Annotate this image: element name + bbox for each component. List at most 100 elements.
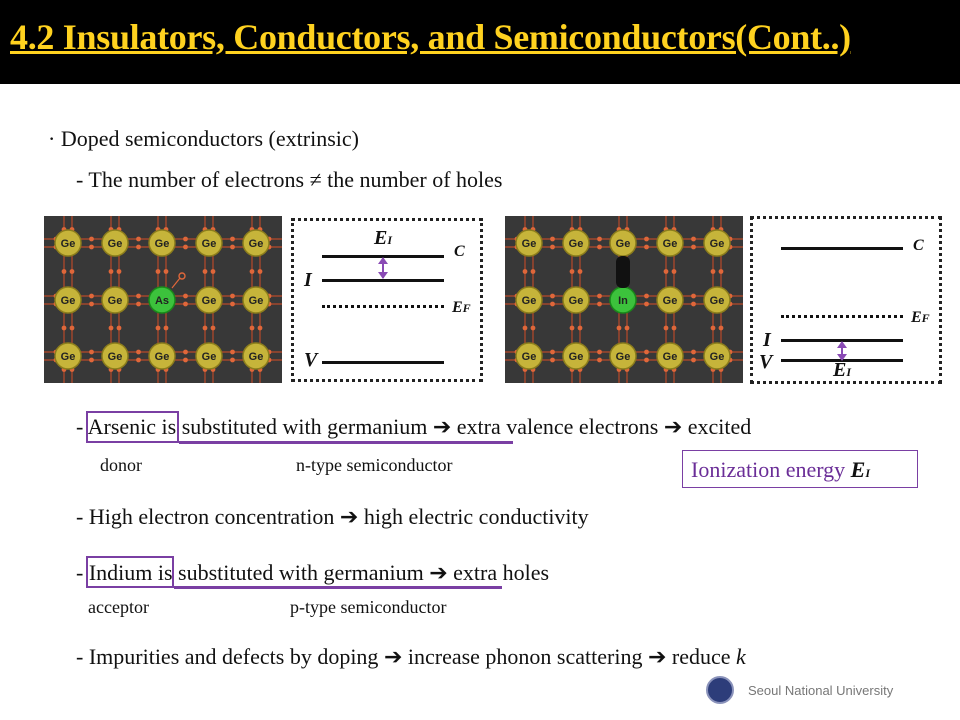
atom-ge [195,342,223,370]
atom-label: Ge [108,351,123,363]
atom-ge [101,229,129,257]
electron-dot [671,269,677,274]
atom-label: Ge [61,351,76,363]
atom-label: Ge [569,351,584,363]
highlight-box-arsenic [86,411,179,443]
atom-label: Ge [61,238,76,250]
electron-dot [89,236,94,242]
ef-label: EF [452,299,471,316]
band-diagram-ntype: EI C I EF V [291,218,483,382]
atom-ge [656,286,684,314]
electron-dot [597,301,602,307]
atom-ge [562,229,590,257]
atom-ge [101,286,129,314]
electron-dot [257,269,263,274]
label-ntype: n-type semiconductor [296,455,453,475]
university-seal-icon [706,676,734,704]
atom-label: Ge [569,295,584,307]
electron-dot [202,269,208,274]
ei-label-p: EI [833,359,852,381]
atom-ge [54,342,82,370]
atom-label: Ge [202,295,217,307]
electron-dot [183,236,188,242]
atom-label: Ge [616,351,631,363]
atom-ge [703,342,731,370]
atom-ge [562,342,590,370]
atom-ge [609,342,637,370]
atom-ge [562,286,590,314]
hole-mark [616,256,630,288]
atom-label: Ge [108,238,123,250]
electron-dot [136,293,141,299]
atom-label: Ge [663,238,678,250]
electron-dot [530,269,536,274]
electron-dot [108,325,114,331]
electron-dot [718,325,724,331]
electron-dot [249,325,255,331]
electron-dot [522,325,528,331]
v-label: V [304,349,318,371]
line-indium: - Indium is substituted with germanium ➔… [76,560,550,585]
atom-label: Ge [710,351,725,363]
fermi-level-p [781,315,903,318]
electron-dot [550,349,555,355]
atom-ge [703,229,731,257]
atom-label: Ge [249,295,264,307]
electron-dot [691,349,696,355]
label-donor: donor [100,455,142,475]
electron-dot [644,244,649,250]
page-title: 4.2 Insulators, Conductors, and Semicond… [10,17,851,57]
electron-dot [69,325,75,331]
atom-ge [242,342,270,370]
electron-dot [183,357,188,363]
i-label-p: I [763,329,771,351]
electron-dot [108,269,114,274]
arrow-icon: ➔ [339,504,359,529]
arrow-icon: ➔ [429,560,448,585]
extra-electron [178,272,186,280]
electron-dot [530,325,536,331]
electron-dot [89,244,94,250]
line-arsenic: - Arsenic is substituted with germanium … [76,414,752,439]
electron-dot [624,325,630,331]
electron-dot [136,244,141,250]
v-label-p: V [759,351,773,373]
electron-dot [550,293,555,299]
electron-dot [230,357,235,363]
electron-dot [569,325,575,331]
atom-label: Ge [202,351,217,363]
electron-dot [522,269,528,274]
atom-label: Ge [522,295,537,307]
electron-dot [691,293,696,299]
electron-dot [644,236,649,242]
electron-dot [710,325,716,331]
electron-dot [183,244,188,250]
electron-dot [116,269,122,274]
atom-label: Ge [710,295,725,307]
highlight-underline-arsenic [179,441,513,444]
electron-dot [569,269,575,274]
i-label: I [304,269,312,291]
atom-ge [148,229,176,257]
c-label-p: C [913,237,924,254]
atom-label: Ge [663,351,678,363]
electron-dot [155,325,161,331]
electron-dot [550,244,555,250]
electron-dot [597,244,602,250]
ionization-arrow-icon [378,257,388,279]
electron-dot [550,236,555,242]
electron-dot [183,349,188,355]
impurity-level [322,279,444,282]
electron-dot [644,301,649,307]
atom-ge [54,229,82,257]
electron-dot [597,293,602,299]
atom-label: Ge [616,238,631,250]
electron-dot [230,244,235,250]
atom-ge [515,342,543,370]
electron-dot [89,349,94,355]
extra-electron-link [171,277,181,289]
electron-dot [61,269,67,274]
